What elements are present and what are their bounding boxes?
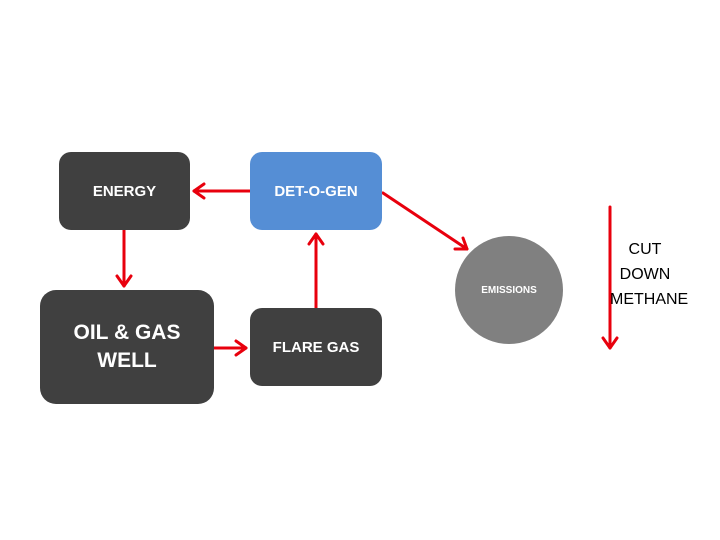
arrow-flare-to-detogen <box>307 232 325 310</box>
energy-node: ENERGY <box>59 152 190 230</box>
detogen-node: DET-O-GEN <box>250 152 382 230</box>
emissions-node: EMISSIONS <box>455 236 563 344</box>
well-label-line2: WELL <box>97 349 157 372</box>
arrow-detogen-to-energy <box>192 182 252 200</box>
arrow-detogen-to-emissions <box>381 191 469 251</box>
flare-gas-node: FLARE GAS <box>250 308 382 386</box>
flare-label: FLARE GAS <box>272 338 360 356</box>
oil-gas-well-node: OIL & GAS WELL <box>40 290 214 404</box>
annotation-line1: CUT <box>628 241 662 258</box>
cut-down-methane-annotation: CUT DOWN METHANE <box>610 237 689 312</box>
arrow-well-to-flare <box>212 339 248 357</box>
arrow-energy-to-well <box>115 228 133 288</box>
emissions-label: EMISSIONS <box>481 284 537 296</box>
arrow-cut-down <box>601 205 619 350</box>
annotation-line3: METHANE <box>610 291 689 308</box>
detogen-label: DET-O-GEN <box>274 182 358 200</box>
annotation-line2: DOWN <box>619 266 671 283</box>
energy-label: ENERGY <box>92 182 157 200</box>
well-label-line1: OIL & GAS <box>73 321 181 344</box>
